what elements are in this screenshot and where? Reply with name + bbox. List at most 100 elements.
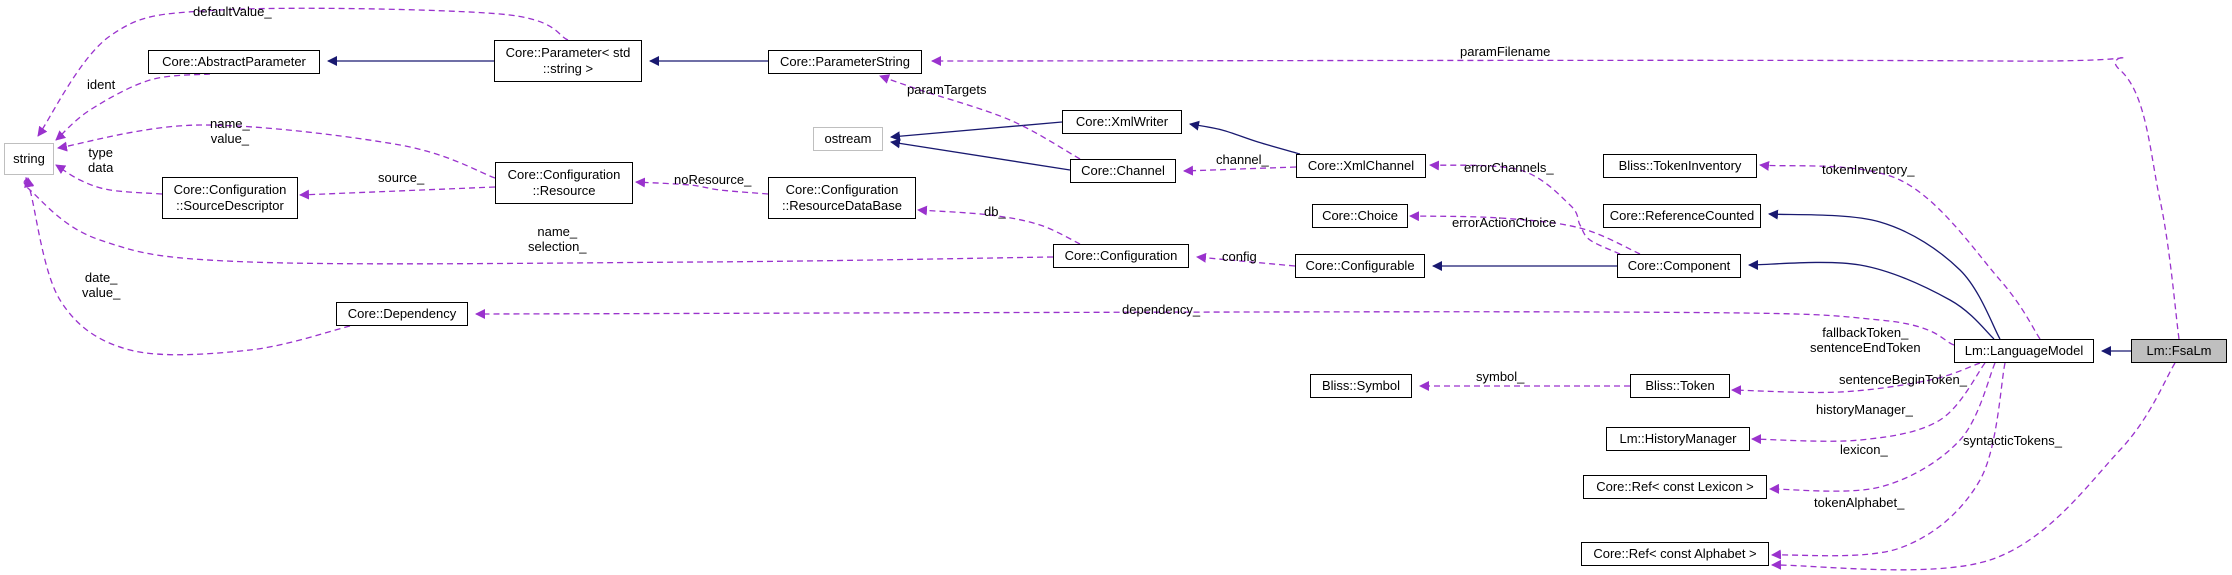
class-node-language-model[interactable]: Lm::LanguageModel: [1954, 339, 2094, 363]
edge-language-model-to-token: [1731, 362, 1981, 396]
edge-param-std-to-string: [37, 7, 569, 137]
edge-label: name_selection_: [528, 224, 587, 254]
edge-language-model-to-refcounted: [1768, 209, 2001, 340]
class-name-text: Core::Ref< const Alphabet >: [1593, 546, 1757, 561]
class-name-text: string: [13, 151, 45, 166]
edge-dependency-to-string: [24, 176, 351, 356]
class-name-text: Core::Configuration: [173, 182, 287, 197]
class-name-text: Core::Parameter< std: [505, 45, 631, 60]
class-name-text: Core::Component: [1627, 258, 1731, 273]
class-name-text: ::ResourceDataBase: [782, 198, 902, 213]
edge-fsa-lm-to-ref-alphabet: [1771, 362, 2176, 571]
class-name-text: Core::Configuration: [507, 167, 621, 182]
class-node-ref-lexicon[interactable]: Core::Ref< const Lexicon >: [1583, 475, 1767, 499]
edge-label: paramTargets: [907, 82, 987, 97]
edge-label: symbol_: [1476, 369, 1525, 384]
edge-configuration-to-cfg-resdb: [917, 205, 1081, 245]
class-name-text: Lm::LanguageModel: [1964, 343, 2084, 358]
edge-language-model-to-dependency: [475, 308, 1955, 346]
class-node-configurable[interactable]: Core::Configurable: [1295, 254, 1425, 278]
edge-label: fallbackToken_sentenceEndToken: [1810, 325, 1921, 355]
edge-cfg-resource-to-cfg-sourcedesc: [299, 186, 496, 200]
class-node-history-manager[interactable]: Lm::HistoryManager: [1606, 427, 1750, 451]
class-node-fsa-lm[interactable]: Lm::FsaLm: [2131, 339, 2227, 363]
class-name-text: Core::Configurable: [1305, 258, 1415, 273]
edge-label: lexicon_: [1840, 442, 1888, 457]
edge-label: defaultValue_: [193, 4, 272, 19]
edge-xml-writer-to-ostream: [890, 121, 1063, 142]
class-node-channel[interactable]: Core::Channel: [1070, 159, 1176, 183]
edge-language-model-to-ref-alphabet: [1771, 362, 2006, 560]
class-node-cfg-sourcedesc[interactable]: Core::Configuration::SourceDescriptor: [162, 177, 298, 219]
edge-label: channel_: [1216, 152, 1269, 167]
edge-label: dependency_: [1122, 302, 1201, 317]
class-name-text: Core::Configuration: [1064, 248, 1178, 263]
class-node-token[interactable]: Bliss::Token: [1630, 374, 1730, 398]
class-name-text: Core::Ref< const Lexicon >: [1596, 479, 1754, 494]
edge-label: db_: [984, 204, 1006, 219]
class-name-text: Core::XmlWriter: [1075, 114, 1169, 129]
edge-label: historyManager_: [1816, 402, 1913, 417]
class-node-dependency[interactable]: Core::Dependency: [336, 302, 468, 326]
edge-label: syntacticTokens_: [1963, 433, 2062, 448]
class-node-component[interactable]: Core::Component: [1617, 254, 1741, 278]
class-node-token-inventory[interactable]: Bliss::TokenInventory: [1603, 154, 1757, 178]
edge-label: tokenAlphabet_: [1814, 495, 1905, 510]
class-name-text: Bliss::TokenInventory: [1618, 158, 1742, 173]
class-node-ref-alphabet[interactable]: Core::Ref< const Alphabet >: [1581, 542, 1769, 566]
edge-language-model-to-token-inventory: [1759, 160, 2041, 340]
edge-fsa-lm-to-param-string: [931, 55, 2180, 340]
edge-channel-to-ostream: [890, 138, 1071, 171]
edge-xml-channel-to-xml-writer: [1189, 120, 1301, 155]
class-node-refcounted[interactable]: Core::ReferenceCounted: [1603, 204, 1761, 228]
edge-cfg-resource-to-string: [57, 124, 496, 179]
edge-label: paramFilename: [1460, 44, 1551, 59]
edge-configurable-to-configuration: [1196, 252, 1296, 267]
edge-component-to-xml-channel: [1429, 160, 1621, 255]
class-name-text: Core::AbstractParameter: [162, 54, 306, 69]
class-name-text: Bliss::Token: [1645, 378, 1715, 393]
class-name-text: Core::Choice: [1322, 208, 1398, 223]
class-node-param-std[interactable]: Core::Parameter< std::string >: [494, 40, 642, 82]
class-name-text: Lm::FsaLm: [2146, 343, 2212, 358]
class-name-text: Core::ParameterString: [779, 54, 911, 69]
class-name-text: ::Resource: [532, 183, 596, 198]
edge-label: name_value_: [210, 116, 250, 146]
class-node-xml-writer[interactable]: Core::XmlWriter: [1062, 110, 1182, 134]
class-node-ostream[interactable]: ostream: [813, 127, 883, 151]
class-name-text: Bliss::Symbol: [1321, 378, 1401, 393]
edge-label: ident: [87, 77, 116, 92]
class-node-param-string[interactable]: Core::ParameterString: [768, 50, 922, 74]
edge-abstract-param-to-string: [55, 73, 211, 141]
class-node-string[interactable]: string: [4, 143, 54, 175]
class-name-text: Core::Configuration: [785, 182, 899, 197]
edge-language-model-to-history-manager: [1751, 362, 1986, 445]
edge-language-model-to-ref-lexicon: [1769, 362, 1996, 494]
class-node-configuration[interactable]: Core::Configuration: [1053, 244, 1189, 268]
class-name-text: Core::Channel: [1081, 163, 1165, 178]
edge-cfg-sourcedesc-to-string: [55, 164, 163, 195]
class-node-cfg-resdb[interactable]: Core::Configuration::ResourceDataBase: [768, 177, 916, 219]
class-name-text: Core::ReferenceCounted: [1609, 208, 1755, 223]
class-node-cfg-resource[interactable]: Core::Configuration::Resource: [495, 162, 633, 204]
edge-label: date_value_: [82, 270, 121, 300]
edge-label: config: [1222, 249, 1257, 264]
edge-label: noResource_: [674, 172, 752, 187]
class-node-symbol[interactable]: Bliss::Symbol: [1310, 374, 1412, 398]
class-name-text: Core::Dependency: [347, 306, 457, 321]
class-node-xml-channel[interactable]: Core::XmlChannel: [1296, 154, 1426, 178]
edge-label: source_: [378, 170, 425, 185]
edge-channel-to-param-string: [879, 74, 1081, 160]
class-name-text: ostream: [824, 131, 872, 146]
class-name-text: ::SourceDescriptor: [176, 198, 284, 213]
edge-label: errorChannels_: [1464, 160, 1554, 175]
class-node-abstract-param[interactable]: Core::AbstractParameter: [148, 50, 320, 74]
edge-xml-channel-to-channel: [1183, 165, 1297, 176]
class-node-choice[interactable]: Core::Choice: [1312, 204, 1408, 228]
edge-label: errorActionChoice: [1452, 215, 1557, 230]
edge-label: sentenceBeginToken_: [1839, 372, 1967, 387]
edge-label: tokenInventory_: [1822, 162, 1915, 177]
